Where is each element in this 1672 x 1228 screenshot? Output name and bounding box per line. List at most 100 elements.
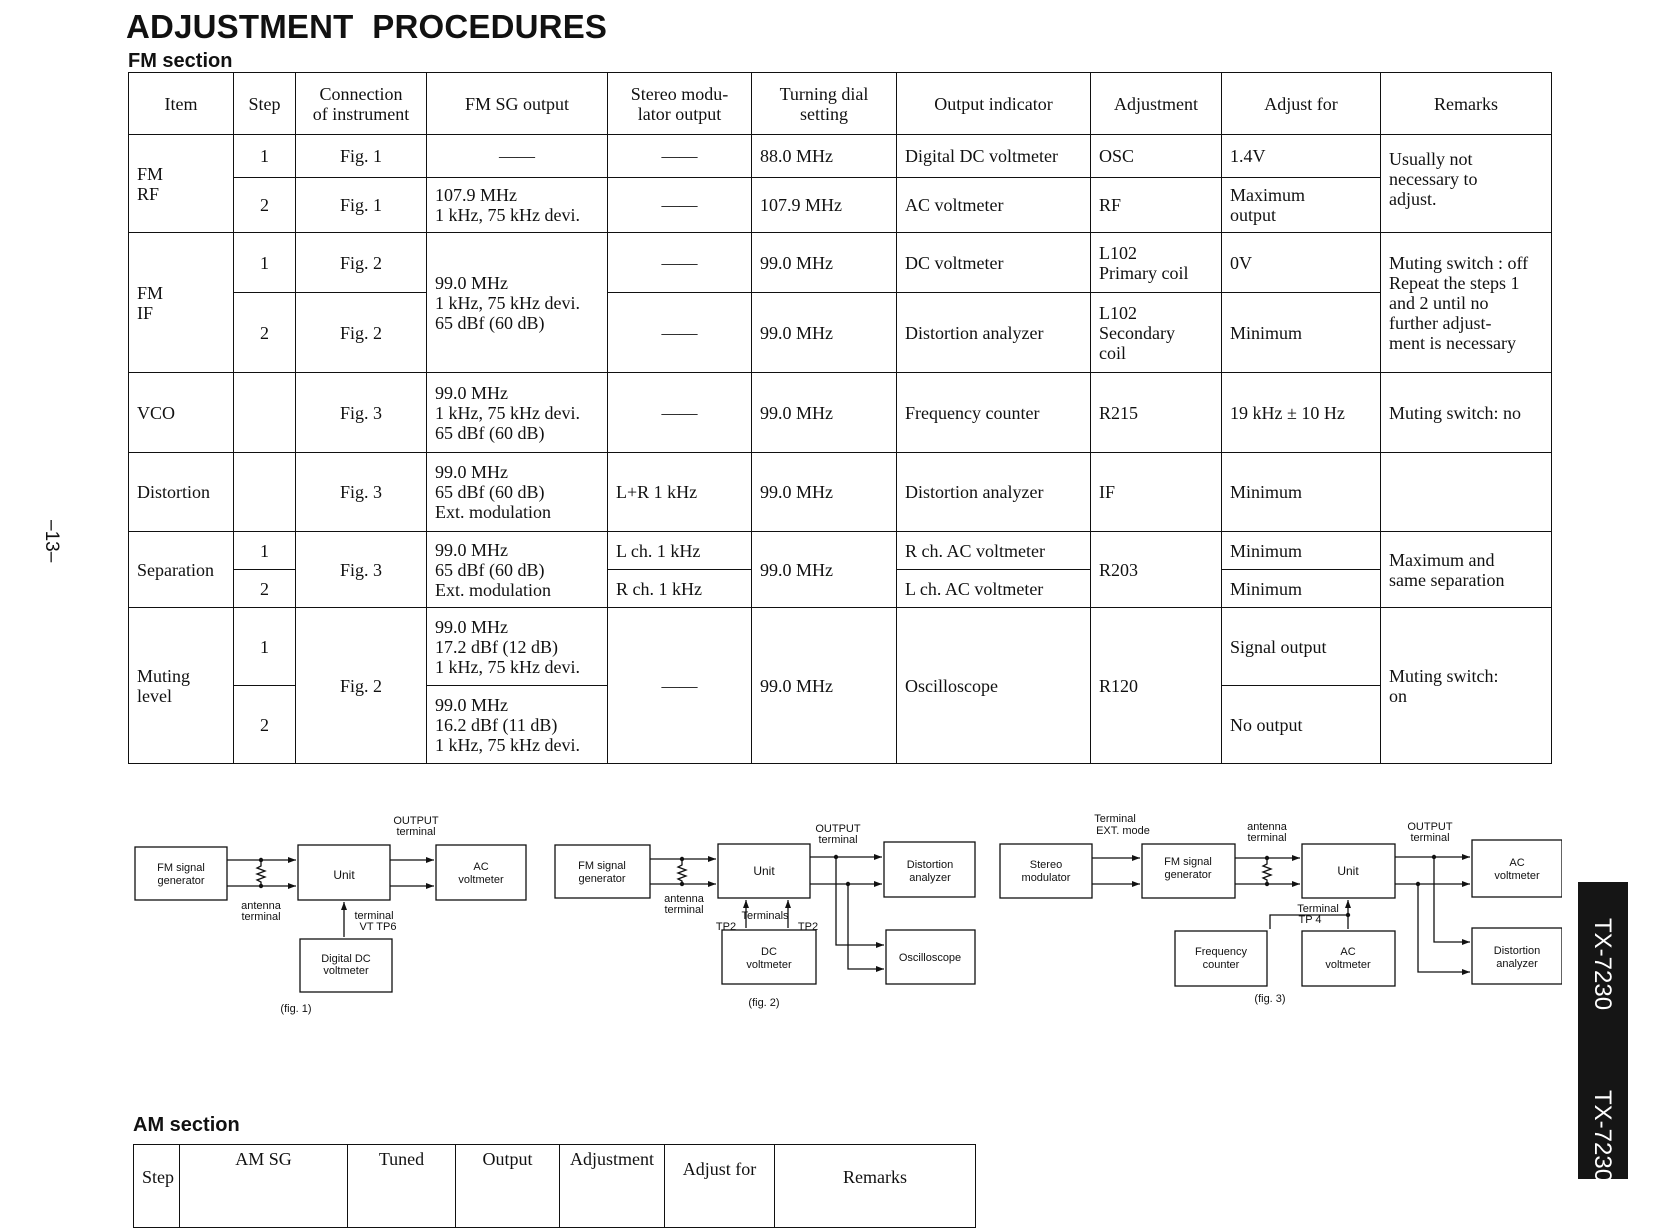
fig2-distortion-analyzer-box	[883, 841, 976, 898]
fig2-oscilloscope-label: Oscilloscope	[899, 952, 961, 964]
fig3-fm-signal-generator-label-2: generator	[1164, 869, 1211, 881]
output-indicator-cell: AC voltmeter	[896, 177, 1091, 233]
fig3-terminal-ext-mode-label-2: EXT. mode	[1096, 825, 1150, 837]
table-row-fm-rf-2: 2 Fig. 1 107.9 MHz 1 kHz, 75 kHz devi. —…	[129, 177, 1552, 233]
fig1-fm-signal-generator-label-2: generator	[157, 875, 204, 887]
table-row-distortion: Distortion Fig. 3 99.0 MHz 65 dBf (60 dB…	[128, 452, 1552, 532]
header-step: Step	[233, 72, 296, 135]
item-distortion: Distortion	[128, 452, 234, 532]
adjustment-cell: IF	[1090, 452, 1222, 532]
stereo-output-cell: R ch. 1 kHz	[607, 569, 752, 608]
fig1-digital-dc-voltmeter-label-1: Digital DC	[321, 953, 371, 965]
fig2-unit-box	[717, 843, 811, 899]
sg-output-cell: ——	[426, 134, 608, 178]
step-cell: 2	[233, 685, 296, 764]
fig1-fm-signal-generator-box	[134, 846, 228, 901]
am-adjustment-table: Step AM SG Tuned Output Adjustment Adjus…	[133, 1144, 976, 1228]
fig1-antenna-terminal-label-1: antenna	[241, 900, 282, 912]
am-header-output: Output	[455, 1144, 560, 1228]
fig3-distortion-analyzer-label-2: analyzer	[1496, 958, 1538, 970]
header-fm-sg-output: FM SG output	[426, 72, 608, 135]
remarks-cell: Muting switch : off Repeat the steps 1 a…	[1380, 232, 1552, 373]
dial-setting-cell: 107.9 MHz	[751, 177, 897, 233]
fig3-frequency-counter-box	[1174, 930, 1268, 987]
adjustment-cell: RF	[1090, 177, 1222, 233]
stereo-output-cell: L ch. 1 kHz	[607, 531, 752, 570]
adjustment-cell: R203	[1090, 531, 1222, 608]
fig3-frequency-counter-label-2: counter	[1203, 959, 1240, 971]
adjust-for-cell: Signal output	[1221, 607, 1381, 686]
fig3-ac-voltmeter-2-label-2: voltmeter	[1325, 959, 1371, 971]
table-row-muting-2: 2 99.0 MHz 16.2 dBf (11 dB) 1 kHz, 75 kH…	[129, 685, 1552, 764]
step-cell: 1	[233, 134, 296, 178]
table-row-fm-if-2: 2 Fig. 2 —— 99.0 MHz Distortion analyzer…	[129, 292, 1552, 373]
sg-output-cell: 99.0 MHz 16.2 dBf (11 dB) 1 kHz, 75 kHz …	[426, 685, 608, 764]
stereo-output-cell: L+R 1 kHz	[607, 452, 752, 532]
connection-diagrams: FM signal generator Unit AC voltmeter Di…	[130, 812, 1563, 1024]
fig2-tp2-left-label: TP2	[716, 921, 736, 933]
fig3-antenna-terminal-label-1: antenna	[1247, 821, 1288, 833]
fig1-ac-voltmeter-label-2: voltmeter	[458, 874, 504, 886]
step-cell: 2	[233, 177, 296, 233]
connection-cell: Fig. 1	[295, 177, 427, 233]
fm-adjustment-table: Item Step Connection of instrument FM SG…	[128, 72, 1552, 764]
connection-cell: Fig. 3	[295, 452, 427, 532]
fig3-terminal-tp4-label-1: Terminal	[1297, 903, 1339, 915]
remarks-cell: Maximum and same separation	[1380, 531, 1552, 608]
table-row-separation-2: 2 R ch. 1 kHz L ch. AC voltmeter Minimum	[129, 569, 1552, 608]
step-cell: 2	[233, 292, 296, 373]
adjustment-cell: L102 Secondary coil	[1090, 292, 1222, 373]
fig2-dc-voltmeter-label-1: DC	[761, 946, 777, 958]
output-indicator-cell: DC voltmeter	[896, 232, 1091, 293]
item-fm-rf: FM RF	[128, 134, 234, 233]
dial-setting-cell: 99.0 MHz	[751, 372, 897, 453]
fm-section-label: FM section	[128, 50, 233, 72]
output-indicator-cell: R ch. AC voltmeter	[896, 531, 1091, 570]
adjustment-cell: OSC	[1090, 134, 1222, 178]
fig3-unit-box	[1301, 843, 1396, 899]
table-row-separation-1: Separation 1 Fig. 3 99.0 MHz 65 dBf (60 …	[128, 531, 1552, 608]
output-indicator-cell: Frequency counter	[896, 372, 1091, 453]
adjust-for-cell: No output	[1221, 685, 1381, 764]
fig1-digital-dc-voltmeter-label-2: voltmeter	[323, 965, 369, 977]
stereo-output-cell: ——	[607, 292, 752, 373]
fig2-unit-label: Unit	[753, 864, 775, 878]
dial-setting-cell: 99.0 MHz	[751, 292, 897, 373]
header-adjust-for: Adjust for	[1221, 72, 1381, 135]
fig2-fm-signal-generator-label-2: generator	[578, 873, 625, 885]
fig1-terminal-label: terminal	[354, 910, 393, 922]
adjustment-cell: R120	[1090, 607, 1222, 764]
header-remarks: Remarks	[1380, 72, 1552, 135]
header-adjustment: Adjustment	[1090, 72, 1222, 135]
connection-cell: Fig. 2	[295, 232, 427, 293]
dial-setting-cell: 99.0 MHz	[751, 232, 897, 293]
connection-cell: Fig. 2	[295, 292, 427, 373]
remarks-cell	[1380, 452, 1552, 532]
stereo-output-cell: ——	[607, 177, 752, 233]
fig3-distortion-analyzer-label-1: Distortion	[1494, 945, 1540, 957]
fig2-dc-voltmeter-box	[721, 929, 817, 985]
fig3-stereo-modulator-label-1: Stereo	[1030, 859, 1062, 871]
fig3-ac-voltmeter-label-1: AC	[1509, 857, 1524, 869]
adjust-for-cell: Minimum	[1221, 569, 1381, 608]
adjust-for-cell: Maximum output	[1221, 177, 1381, 233]
fig1-output-terminal-label-2: terminal	[396, 826, 435, 838]
fig3-output-terminal-label-1: OUTPUT	[1407, 821, 1453, 833]
fig3-ac-voltmeter-label-2: voltmeter	[1494, 870, 1540, 882]
fig1-unit-label: Unit	[333, 868, 355, 882]
adjust-for-cell: Minimum	[1221, 292, 1381, 373]
dial-setting-cell: 99.0 MHz	[751, 452, 897, 532]
header-stereo-modulator-output: Stereo modu- lator output	[607, 72, 752, 135]
fig3-ac-voltmeter-2-label-1: AC	[1340, 946, 1355, 958]
am-header-am-sg: AM SG	[179, 1144, 348, 1228]
adjustment-cell: L102 Primary coil	[1090, 232, 1222, 293]
step-cell	[233, 372, 296, 453]
adjust-for-cell: 19 kHz ± 10 Hz	[1221, 372, 1381, 453]
fig2-oscilloscope-box	[885, 929, 976, 985]
fig1-digital-dc-voltmeter-box	[299, 938, 393, 993]
sg-output-cell: 99.0 MHz 1 kHz, 75 kHz devi. 65 dBf (60 …	[426, 372, 608, 453]
am-header-remarks: Remarks	[774, 1144, 976, 1228]
sg-output-cell: 99.0 MHz 17.2 dBf (12 dB) 1 kHz, 75 kHz …	[426, 607, 608, 686]
fig3-caption: (fig. 3)	[1254, 993, 1285, 1005]
sg-output-cell: 99.0 MHz 1 kHz, 75 kHz devi. 65 dBf (60 …	[426, 232, 608, 373]
